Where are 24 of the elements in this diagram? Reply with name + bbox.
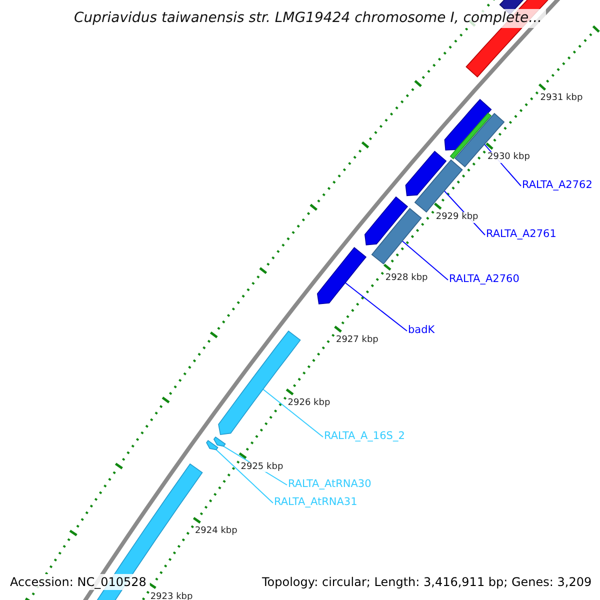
gene-bar (371, 208, 422, 265)
scale-label: 2930 kbp (488, 152, 530, 163)
leader-line (262, 388, 324, 438)
gene-label: RALTA_AtRNA30 (288, 478, 372, 491)
scale-label: 2927 kbp (336, 335, 378, 346)
leader-line (402, 240, 448, 280)
gene-bar (213, 436, 226, 447)
scale-label: 2928 kbp (385, 273, 428, 284)
gene-label: badK (408, 324, 435, 337)
leader-line (344, 282, 408, 332)
gene-bar (316, 247, 367, 304)
scale-label: 2925 kbp (240, 462, 284, 472)
gene-label: RALTA_A2762 (522, 179, 592, 192)
leader-line (216, 449, 274, 504)
gene-label: RALTA_A_16S_2 (324, 430, 405, 443)
scale-label: 2924 kbp (194, 526, 238, 538)
gene-label: RALTA_A2760 (449, 273, 520, 286)
scale-label: 2929 kbp (436, 212, 478, 223)
gene-bar (206, 440, 218, 450)
gene-bar (414, 159, 463, 213)
gene-label: RALTA_A2761 (486, 228, 556, 241)
gene-label: RALTA_AtRNA31 (274, 496, 358, 509)
scale-label: 2931 kbp (540, 93, 583, 104)
scale-label: 2926 kbp (288, 398, 330, 409)
